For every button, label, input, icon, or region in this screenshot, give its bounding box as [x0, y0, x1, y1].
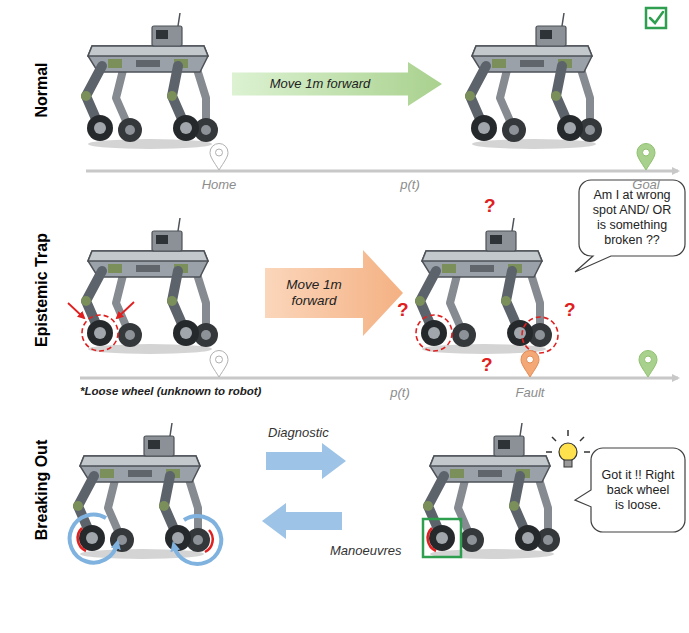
arrow-outline [232, 62, 442, 106]
question-mark: ? [397, 300, 409, 319]
lightbulb [546, 430, 590, 467]
bubble-text: Am I at wrong spot AND/ OR is something … [587, 188, 677, 248]
position-label: Goal [632, 177, 659, 192]
axis-label: p(t) [400, 177, 420, 192]
arrow-label: Move 1m forward [245, 76, 395, 92]
rotation-arrow [174, 516, 221, 564]
row-title: Breaking Out [33, 440, 51, 540]
robot [415, 218, 552, 354]
goal-pin [639, 351, 657, 378]
robot [81, 218, 218, 354]
robot [423, 423, 560, 559]
axis [80, 377, 678, 380]
red-arc [205, 530, 213, 552]
question-mark: ? [564, 300, 576, 319]
row-title: Epistemic Trap [33, 233, 51, 347]
robot [81, 13, 218, 149]
red-arrow [117, 302, 134, 318]
home-pin [210, 144, 228, 171]
fault-pin [521, 351, 539, 378]
axis-label: p(t) [390, 385, 410, 400]
question-mark: ? [481, 355, 493, 374]
red-arc [428, 528, 436, 551]
robot [73, 423, 210, 559]
fault-circle [82, 315, 118, 351]
goal-pin [637, 144, 655, 171]
row-title: Normal [33, 62, 51, 117]
position-label: Home [202, 177, 237, 192]
highlight-box [423, 519, 461, 557]
note: *Loose wheel (unknown to robot) [80, 385, 261, 397]
robot [465, 13, 602, 149]
red-arrow [68, 303, 84, 318]
speech-bubble: Got it !! Right back wheel is loose. [591, 448, 685, 532]
red-arc [78, 528, 86, 551]
position-label: Fault [516, 385, 545, 400]
bubble-text: Got it !! Right back wheel is loose. [601, 468, 675, 513]
fault-circle [416, 315, 452, 351]
diagnostic-arrow [266, 443, 346, 479]
arrow-label: Move 1m forward [277, 277, 351, 309]
action-label: Diagnostic [268, 425, 329, 440]
checkbox [646, 8, 666, 28]
manoeuvre-arrow [262, 503, 342, 539]
fault-circle [522, 317, 558, 353]
move-arrow: Move 1m forward [232, 62, 442, 106]
action-label: Manoeuvres [330, 543, 402, 558]
speech-bubble: Am I at wrong spot AND/ OR is something … [579, 180, 685, 256]
move-arrow: Move 1m forward [265, 250, 403, 336]
axis [86, 170, 678, 173]
checkmark [650, 12, 663, 23]
rotation-arrow [70, 515, 117, 563]
bubble-outline [575, 180, 685, 272]
arrow-outline [265, 250, 403, 336]
home-pin [210, 351, 228, 378]
question-mark: ? [484, 196, 496, 215]
bubble-outline [575, 448, 685, 532]
